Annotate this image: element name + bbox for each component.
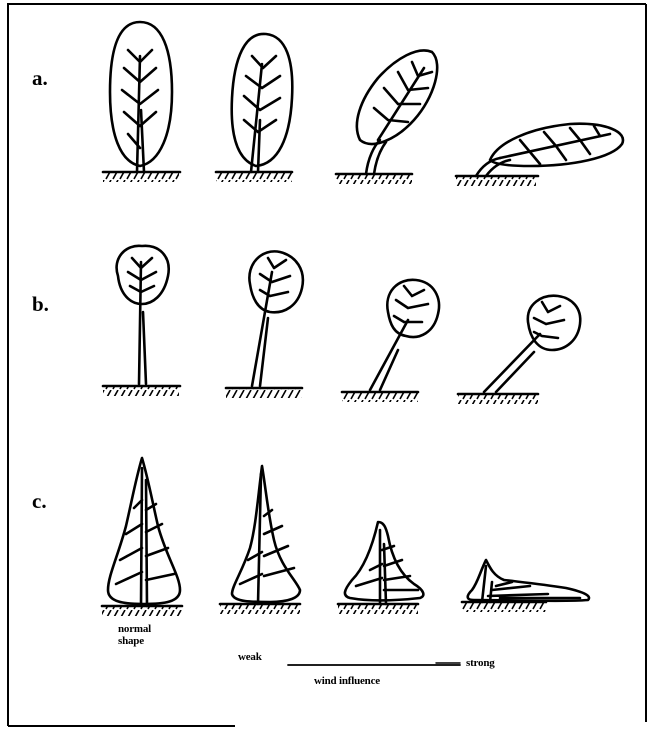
- row-b-tree-1: [103, 246, 180, 396]
- ground-b1: [103, 386, 179, 396]
- ground-c4: [462, 602, 546, 612]
- ground-c3: [338, 604, 418, 614]
- row-b-tree-2: [226, 251, 303, 398]
- row-label-b: b.: [32, 294, 49, 315]
- row-label-a: a.: [32, 68, 48, 89]
- row-c-tree-4: [462, 560, 589, 612]
- row-c-tree-2: [220, 466, 300, 614]
- ground-c1: [102, 606, 182, 616]
- wind-scale-bar: [288, 663, 460, 665]
- wind-influence-caption: wind influence: [314, 676, 380, 688]
- figure-border: [7, 4, 646, 726]
- ground-a1: [103, 172, 179, 182]
- row-c-tree-3: [338, 522, 423, 614]
- row-b-tree-3: [342, 280, 439, 402]
- row-a-tree-4: [456, 124, 623, 186]
- weak-caption: weak: [238, 652, 262, 664]
- ground-c2: [220, 604, 300, 614]
- ground-b3: [342, 392, 418, 402]
- row-a-tree-2: [216, 34, 292, 182]
- row-c-tree-1: [102, 458, 182, 616]
- ground-a4: [456, 176, 536, 186]
- row-b-tree-4: [458, 296, 580, 404]
- strong-caption: strong: [466, 658, 495, 670]
- ground-a2: [216, 172, 292, 182]
- ground-b2: [226, 388, 302, 398]
- row-label-c: c.: [32, 491, 47, 512]
- row-a-tree-3: [336, 50, 437, 184]
- row-a-tree-1: [103, 22, 180, 182]
- ground-a3: [336, 174, 412, 184]
- ground-b4: [458, 394, 538, 404]
- normal-shape-caption: normal shape: [118, 624, 151, 647]
